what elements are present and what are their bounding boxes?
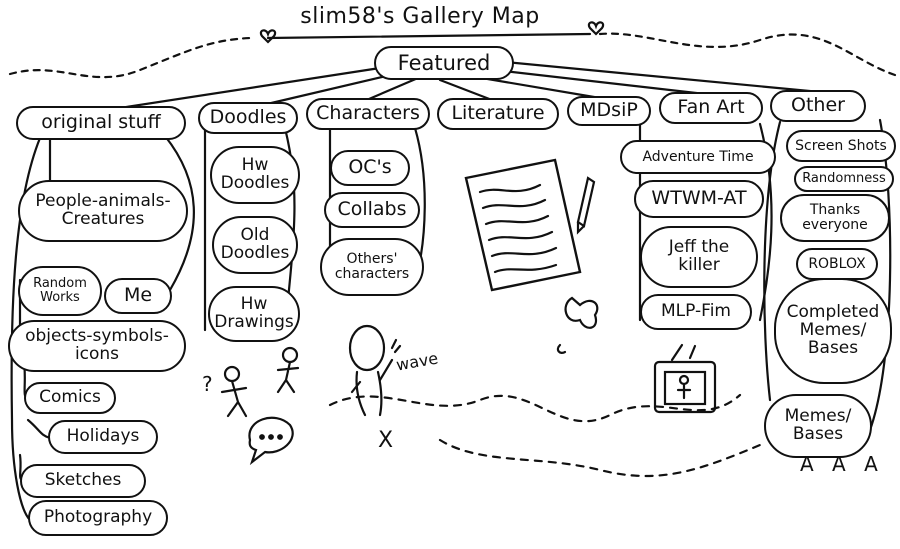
node-randomness[interactable]: Randomness xyxy=(794,166,894,192)
node-characters[interactable]: Characters xyxy=(306,98,430,130)
node-original-stuff[interactable]: original stuff xyxy=(16,106,186,140)
dotted-path-top-right xyxy=(598,32,897,77)
node-ocs[interactable]: OC's xyxy=(330,150,410,186)
dotted-path-top-left xyxy=(8,36,252,79)
node-photography[interactable]: Photography xyxy=(28,500,168,536)
node-hw-doodles[interactable]: Hw Doodles xyxy=(210,146,300,204)
node-roblox[interactable]: ROBLOX xyxy=(796,248,878,280)
node-wtwm-at[interactable]: WTWM-AT xyxy=(634,180,764,218)
node-collabs[interactable]: Collabs xyxy=(324,192,420,228)
node-random-works[interactable]: Random Works xyxy=(18,266,102,316)
page-title: slim58's Gallery Map xyxy=(300,4,540,29)
node-featured[interactable]: Featured xyxy=(374,46,514,80)
title-underline xyxy=(266,32,592,40)
node-doodles[interactable]: Doodles xyxy=(198,102,298,134)
dotted-path-bottom-2 xyxy=(438,438,762,478)
question-mark: ? xyxy=(202,372,213,396)
dotted-path-bottom xyxy=(328,393,742,423)
letters-a: A A A xyxy=(800,452,884,476)
node-jeff-the-killer[interactable]: Jeff the killer xyxy=(640,226,758,288)
node-hw-drawings[interactable]: Hw Drawings xyxy=(208,286,300,342)
node-completed-memes-bases[interactable]: Completed Memes/ Bases xyxy=(774,278,892,384)
node-holidays[interactable]: Holidays xyxy=(48,420,158,454)
node-literature[interactable]: Literature xyxy=(437,98,559,130)
node-memes-bases[interactable]: Memes/ Bases xyxy=(764,394,872,458)
x-mark: X xyxy=(378,428,394,453)
node-comics[interactable]: Comics xyxy=(24,382,116,414)
node-screen-shots[interactable]: Screen Shots xyxy=(786,130,896,162)
node-me[interactable]: Me xyxy=(104,278,172,314)
node-mdsip[interactable]: MDsiP xyxy=(567,96,651,126)
node-old-doodles[interactable]: Old Doodles xyxy=(212,216,298,274)
node-others-characters[interactable]: Others' characters xyxy=(320,238,424,296)
node-objects-symbols-icons[interactable]: objects-symbols-icons xyxy=(8,320,186,372)
node-sketches[interactable]: Sketches xyxy=(20,464,146,498)
node-mlp-fim[interactable]: MLP-Fim xyxy=(640,294,752,330)
node-adventure-time[interactable]: Adventure Time xyxy=(620,140,776,174)
node-thanks-everyone[interactable]: Thanks everyone xyxy=(780,194,890,242)
node-people-animals-creatures[interactable]: People-animals-Creatures xyxy=(18,180,188,242)
node-fan-art[interactable]: Fan Art xyxy=(659,92,763,124)
node-other[interactable]: Other xyxy=(770,90,866,122)
